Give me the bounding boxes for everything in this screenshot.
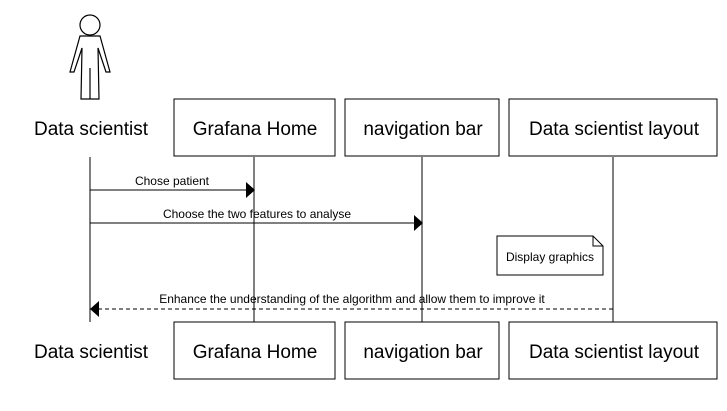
grafana-home-label-bottom: Grafana Home xyxy=(193,342,318,363)
note-display-graphics: Display graphics xyxy=(496,235,604,276)
data-scientist-label-top: Data scientist xyxy=(34,119,149,140)
navigation-bar-label-bottom: navigation bar xyxy=(363,342,483,363)
data-scientist-actor-icon xyxy=(69,14,111,100)
message-enhance-understanding: Enhance the understanding of the algorit… xyxy=(90,292,613,317)
arrowhead-icon xyxy=(414,215,423,231)
message-chose-patient-label: Chose patient xyxy=(135,174,210,188)
arrowhead-icon xyxy=(246,182,255,198)
message-enhance-understanding-label: Enhance the understanding of the algorit… xyxy=(159,292,545,306)
navigation-bar-box-top[interactable] xyxy=(344,98,500,157)
ds-layout-label-top: Data scientist layout xyxy=(529,119,700,140)
grafana-home-box-top[interactable] xyxy=(173,98,336,157)
data-scientist-label-bottom: Data scientist xyxy=(34,342,149,363)
message-chose-patient: Chose patient xyxy=(90,174,255,198)
message-choose-features: Choose the two features to analyse xyxy=(90,207,423,231)
grafana-home-box-bottom[interactable] xyxy=(173,321,336,380)
ds-layout-box-bottom[interactable] xyxy=(508,321,718,380)
ds-layout-label-bottom: Data scientist layout xyxy=(529,342,700,363)
note-fold-icon xyxy=(592,236,603,247)
navigation-bar-box-bottom[interactable] xyxy=(344,321,500,380)
ds-layout-box-top[interactable] xyxy=(508,98,718,157)
navigation-bar-label-top: navigation bar xyxy=(363,119,483,140)
arrowhead-icon xyxy=(90,301,99,317)
message-choose-features-label: Choose the two features to analyse xyxy=(163,207,351,221)
note-display-graphics-label: Display graphics xyxy=(506,250,594,264)
grafana-home-label-top: Grafana Home xyxy=(193,119,318,140)
